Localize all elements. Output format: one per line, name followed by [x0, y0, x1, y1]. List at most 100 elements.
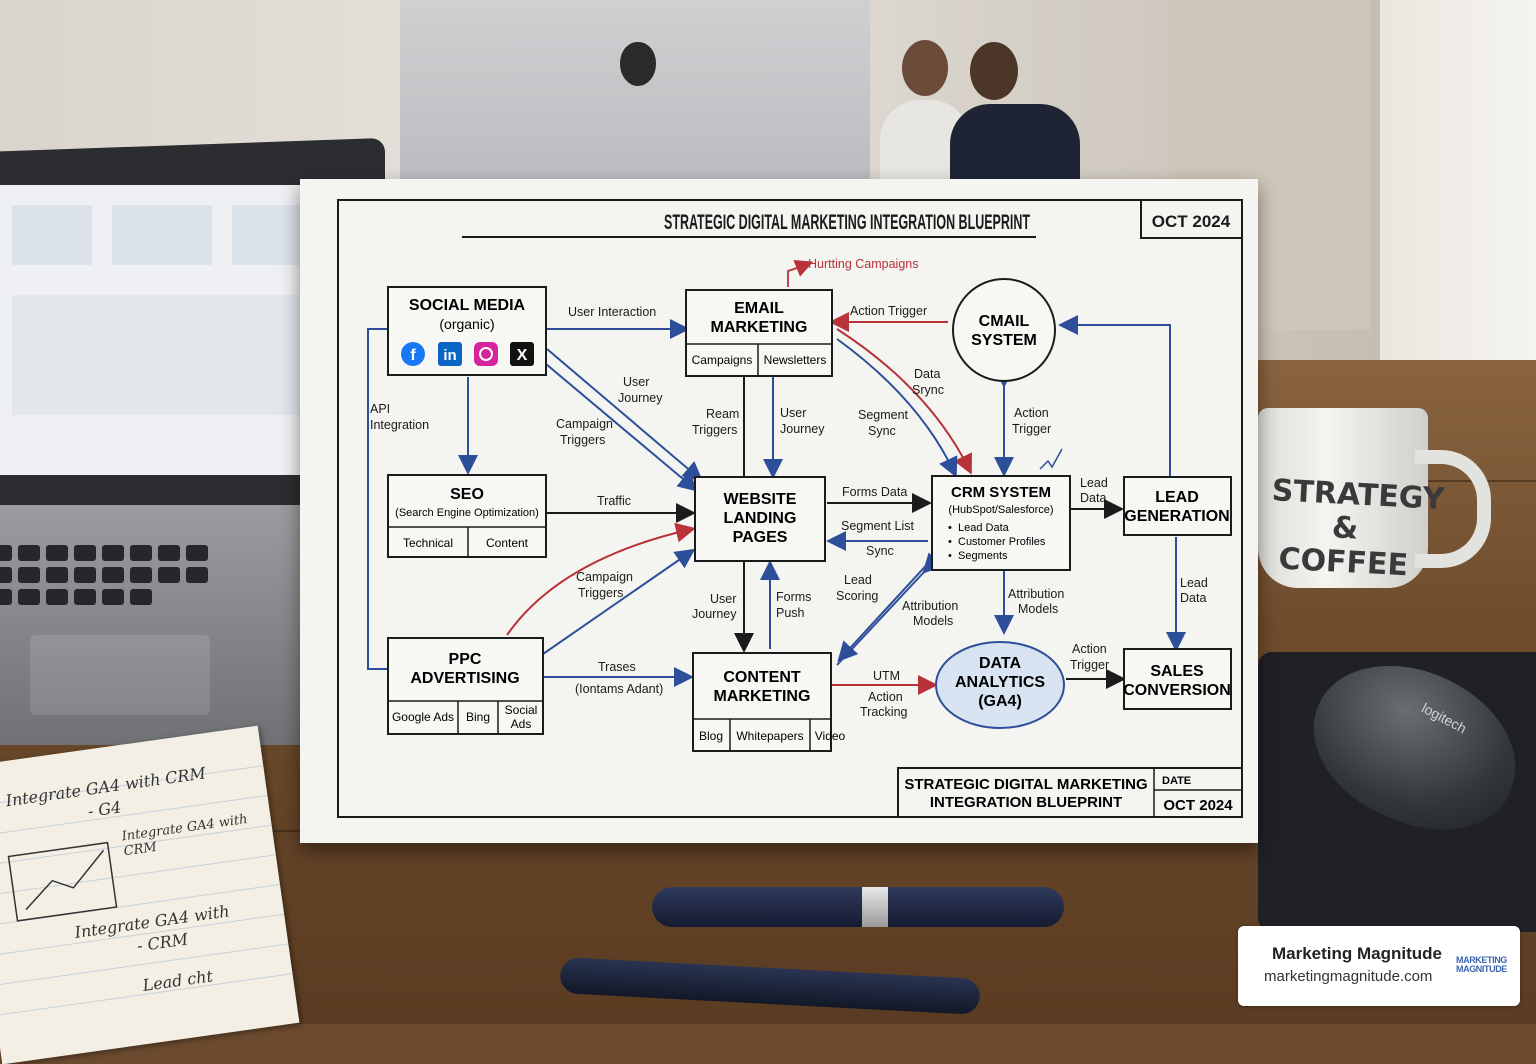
content-line-2: MARKETING	[714, 688, 811, 705]
lead-generation-node: LEAD GENERATION	[1123, 476, 1232, 536]
ppc-cell: Ads	[511, 717, 532, 731]
edge-label: Triggers	[578, 586, 623, 600]
edge-label: Trigger	[1070, 658, 1109, 672]
mug-text: STRATEGY & COFFEE	[1270, 473, 1446, 584]
website-landing-pages-node: WEBSITE LANDING PAGES	[694, 476, 826, 562]
crm-bullet: Segments	[958, 550, 1008, 562]
edge-label: Hurtting Campaigns	[808, 257, 918, 271]
edge-label: User	[623, 375, 649, 389]
edge-label: Traffic	[597, 494, 631, 508]
edge-label: Triggers	[692, 423, 737, 437]
email-cell: Campaigns	[692, 353, 753, 367]
watermark-card	[1238, 926, 1520, 1006]
edge-label: Forms	[776, 590, 811, 604]
ppc-cell: Bing	[466, 710, 490, 724]
handwritten-notebook: Integrate GA4 with CRM - G4 Integrate GA…	[0, 725, 300, 1064]
svg-text:•: •	[948, 550, 952, 562]
crm-bullet: Customer Profiles	[958, 536, 1046, 548]
sales-line-1: SALES	[1150, 663, 1204, 680]
social-media-title: SOCIAL MEDIA	[409, 297, 526, 314]
website-line-2: LANDING	[724, 510, 797, 527]
facebook-icon	[401, 342, 425, 366]
cmail-title-1: CMAIL	[979, 313, 1030, 330]
edge-label: Data	[1180, 591, 1206, 605]
content-marketing-node: CONTENT MARKETING Blog Whitepapers Video	[692, 652, 846, 752]
blueprint-diagram: STRATEGIC DIGITAL MARKETING INTEGRATION …	[337, 199, 1243, 818]
pen-band	[862, 887, 888, 927]
edge-label: Ream	[706, 407, 739, 421]
linkedin-icon	[438, 342, 462, 366]
content-cell: Video	[815, 729, 846, 743]
edge-label: Scoring	[836, 589, 878, 603]
footer-title-block: STRATEGIC DIGITAL MARKETING INTEGRATION …	[897, 767, 1243, 818]
edge-label: Campaign	[556, 417, 613, 431]
blueprint-paper: STRATEGIC DIGITAL MARKETING INTEGRATION …	[300, 179, 1258, 843]
crm-title: CRM SYSTEM	[951, 484, 1051, 501]
imac-monitor	[400, 0, 870, 200]
svg-text:X: X	[517, 347, 528, 364]
cmail-title-2: SYSTEM	[971, 332, 1037, 349]
sketch-chart	[7, 841, 118, 922]
edge-label: User	[710, 592, 736, 606]
edge-label: API	[370, 402, 390, 416]
diagram-title: STRATEGIC DIGITAL MARKETING INTEGRATION …	[664, 211, 1030, 234]
content-cell: Blog	[699, 729, 723, 743]
edge-label: User Interaction	[568, 305, 656, 319]
ppc-line-2: ADVERTISING	[410, 670, 519, 687]
edge-label: Sync	[866, 544, 894, 558]
analytics-line-3: (GA4)	[978, 693, 1022, 710]
content-cell: Whitepapers	[736, 729, 803, 743]
note-line: Integrate GA4 with CRM	[120, 811, 249, 860]
laptop-keyboard	[0, 505, 330, 745]
edge-label: Attribution	[902, 599, 958, 613]
edge-label: Action Trigger	[850, 304, 927, 318]
website-line-3: PAGES	[733, 529, 788, 546]
fountain-pen	[652, 887, 1064, 927]
edge-label: UTM	[873, 669, 900, 683]
data-analytics-node: DATA ANALYTICS (GA4)	[935, 641, 1065, 729]
crm-subtitle: (HubSpot/Salesforce)	[948, 504, 1053, 516]
sales-conversion-node: SALES CONVERSION	[1123, 648, 1232, 710]
social-media-subtitle: (organic)	[439, 316, 494, 332]
edge-label: Lead	[1080, 476, 1108, 490]
edge-label: Segment	[858, 408, 909, 422]
edge-label: Lead	[1180, 576, 1208, 590]
edge-label: Integration	[370, 418, 429, 432]
edge-label: Attribution	[1008, 587, 1064, 601]
email-cell: Newsletters	[764, 353, 827, 367]
watermark-url: marketingmagnitude.com	[1264, 968, 1433, 985]
edge-label: Action	[868, 690, 903, 704]
footer-title-1: STRATEGIC DIGITAL MARKETING	[904, 776, 1147, 793]
edge-label: Journey	[692, 607, 737, 621]
header-date: OCT 2024	[1152, 212, 1231, 231]
outer-frame	[337, 199, 1243, 818]
edge-label: Models	[1018, 602, 1058, 616]
edge-label: Lead	[844, 573, 872, 587]
edge-label: Journey	[618, 391, 663, 405]
edge-label: Forms Data	[842, 485, 907, 499]
edge-label: Srync	[912, 383, 944, 397]
crm-bullet: Lead Data	[958, 522, 1010, 534]
seo-title: SEO	[450, 486, 484, 503]
window-light	[1380, 0, 1536, 380]
edge-label: Data	[914, 367, 940, 381]
watermark-logo: MARKETING MAGNITUDE	[1456, 956, 1507, 974]
edge-label: Journey	[780, 422, 825, 436]
edge-label: Tracking	[860, 705, 908, 719]
edge-label: Models	[913, 614, 953, 628]
ppc-cell: Google Ads	[392, 710, 454, 724]
svg-text:f: f	[410, 347, 416, 364]
email-title-1: EMAIL	[734, 300, 784, 317]
edge-label: Action	[1014, 406, 1049, 420]
apple-logo-icon	[620, 42, 656, 86]
edge-label: (Iontams Adant)	[575, 682, 663, 696]
footer-date-label: DATE	[1162, 775, 1191, 787]
edge-label: Triggers	[560, 433, 605, 447]
instagram-icon	[474, 342, 498, 366]
website-line-1: WEBSITE	[724, 491, 797, 508]
svg-text:in: in	[443, 347, 456, 364]
edge-label: User	[780, 406, 806, 420]
edge-label: Trigger	[1012, 422, 1051, 436]
seo-cell: Content	[486, 536, 529, 550]
edge-label: Campaign	[576, 570, 633, 584]
